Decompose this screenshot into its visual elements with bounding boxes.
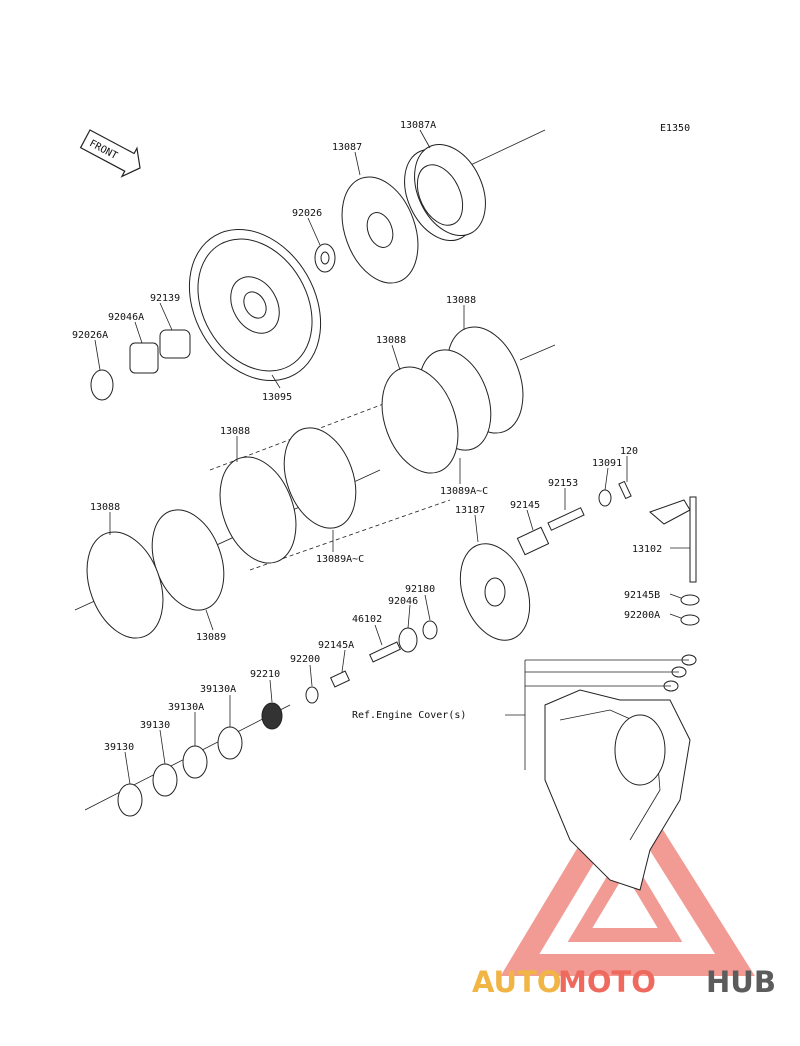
release-lever-part xyxy=(649,499,691,525)
part-label: 13088 xyxy=(446,295,476,306)
part-label: 13089A~C xyxy=(440,486,488,497)
part-label: 92200 xyxy=(290,654,320,665)
bolt-part xyxy=(618,480,632,500)
thrust-washer-part xyxy=(90,369,114,401)
part-label: 39130A xyxy=(168,702,204,713)
watermark-text: AUTO MOTO HUB xyxy=(472,965,776,999)
part-label: 13088 xyxy=(90,502,120,513)
part-label: 13087A xyxy=(400,120,436,131)
part-label: 39130 xyxy=(104,742,134,753)
part-label: 39130 xyxy=(140,720,170,731)
o-ring-part xyxy=(680,614,700,626)
part-label: 92180 xyxy=(405,584,435,595)
part-label: 13088 xyxy=(220,426,250,437)
collar-part xyxy=(159,329,191,359)
part-label: 46102 xyxy=(352,614,382,625)
clutch-housing-part xyxy=(404,143,486,242)
washer-part xyxy=(305,686,319,704)
part-label: 92026A xyxy=(72,330,108,341)
clutch-spring-part xyxy=(516,526,550,556)
spring-part xyxy=(329,670,351,688)
diagram-code: E1350 xyxy=(660,123,690,134)
part-label: 13087 xyxy=(332,142,362,153)
part-label: 92046A xyxy=(108,312,144,323)
watermark-moto: MOTO xyxy=(558,965,656,999)
part-label: 92210 xyxy=(250,669,280,680)
oil-seal-part xyxy=(680,594,700,606)
part-label: 92200A xyxy=(624,610,660,621)
watermark-hub: HUB xyxy=(706,965,776,999)
primary-gear-part xyxy=(188,229,322,381)
part-label: 120 xyxy=(620,446,638,457)
ref-engine-cover-label: Ref.Engine Cover(s) xyxy=(352,710,466,721)
friction-plate-part xyxy=(86,531,164,639)
part-label: 92153 xyxy=(548,478,578,489)
part-label: 92026 xyxy=(292,208,322,219)
friction-plate-part xyxy=(381,366,459,474)
pressure-plate-part xyxy=(341,176,419,284)
bearing-part xyxy=(398,627,418,653)
steel-plate-part xyxy=(283,427,357,529)
part-label: 92145A xyxy=(318,640,354,651)
part-label: 39130A xyxy=(200,684,236,695)
engine-cover-part xyxy=(544,689,691,891)
friction-plate-part xyxy=(219,456,297,564)
part-label: 92145B xyxy=(624,590,660,601)
part-label: 13091 xyxy=(592,458,622,469)
part-label: 13089A~C xyxy=(316,554,364,565)
part-label: 92139 xyxy=(150,293,180,304)
part-label: 13095 xyxy=(262,392,292,403)
washer-part xyxy=(598,489,612,507)
push-rod-part xyxy=(369,641,401,663)
release-shaft-part xyxy=(689,496,697,583)
damper-plates-part xyxy=(117,726,243,817)
part-label: 13102 xyxy=(632,544,662,555)
watermark-logo xyxy=(500,768,755,976)
part-label: 92145 xyxy=(510,500,540,511)
watermark-auto: AUTO xyxy=(472,965,562,999)
washer-part xyxy=(422,620,438,640)
front-arrow-icon: FRONT xyxy=(79,129,141,178)
nut-part xyxy=(261,702,283,730)
needle-bearing-part xyxy=(129,342,159,374)
part-label: 13088 xyxy=(376,335,406,346)
part-label: 13187 xyxy=(455,505,485,516)
part-label: 92046 xyxy=(388,596,418,607)
part-label: 13089 xyxy=(196,632,226,643)
spring-bolt-part xyxy=(547,507,585,531)
